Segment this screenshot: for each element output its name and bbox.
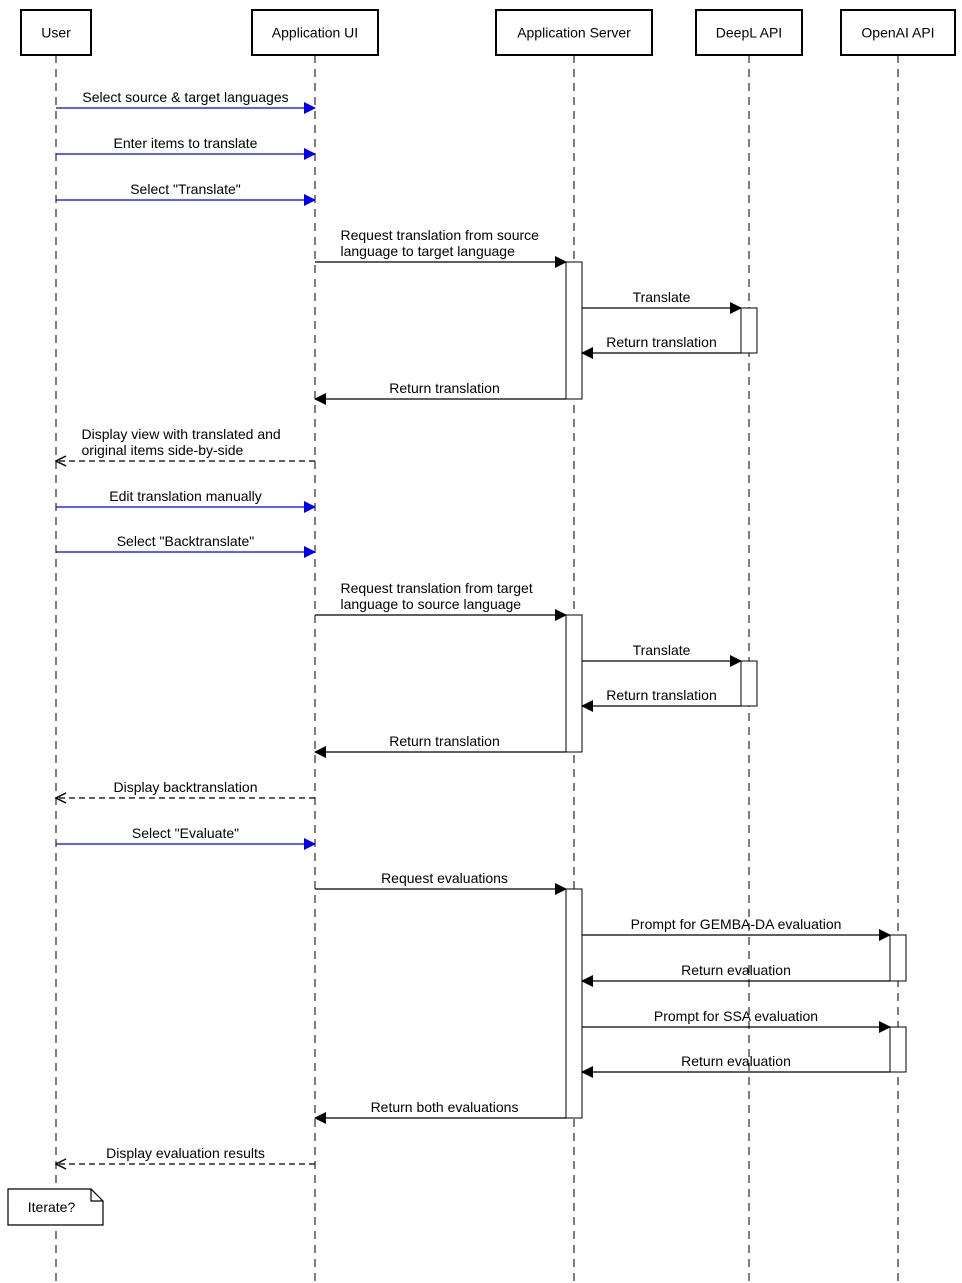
message-label: language to source language: [341, 596, 522, 612]
message-label: Return translation: [606, 334, 717, 350]
message-5: Translate: [582, 289, 742, 314]
message-label: Request translation from target: [341, 580, 533, 596]
participant-label: DeepL API: [716, 25, 782, 41]
message-3: Select "Translate": [56, 181, 316, 206]
participant-server: Application Server: [495, 9, 653, 56]
activation-bar-server: [565, 888, 583, 1119]
message-17: Request evaluations: [315, 870, 567, 895]
activation-bar-openai: [889, 1026, 907, 1073]
activation-bar-deepl: [740, 307, 758, 354]
message-label: Return evaluation: [681, 1053, 791, 1069]
message-label: Enter items to translate: [114, 135, 258, 151]
message-label: Return translation: [389, 733, 500, 749]
participant-box: [695, 9, 803, 56]
participant-box: [251, 9, 379, 56]
message-19: Return evaluation: [581, 962, 890, 987]
message-13: Return translation: [581, 687, 741, 712]
message-12: Translate: [582, 642, 742, 667]
message-14: Return translation: [314, 733, 566, 758]
message-15: Display backtranslation: [56, 779, 315, 798]
message-label: Prompt for SSA evaluation: [654, 1008, 818, 1024]
participant-label: Application UI: [272, 25, 358, 41]
message-label: Select source & target languages: [82, 89, 288, 105]
message-label: Select "Evaluate": [132, 825, 239, 841]
activation-bar-server: [565, 614, 583, 753]
message-10: Select "Backtranslate": [56, 533, 316, 558]
message-label: Request evaluations: [381, 870, 508, 886]
participant-label: User: [41, 25, 71, 41]
message-18: Prompt for GEMBA-DA evaluation: [582, 916, 891, 941]
message-11: Request translation from targetlanguage …: [315, 580, 567, 621]
activation-bar-deepl: [740, 660, 758, 707]
message-7: Return translation: [314, 380, 566, 405]
message-label: Display evaluation results: [106, 1145, 265, 1161]
activation-bar-openai: [889, 934, 907, 982]
message-6: Return translation: [581, 334, 741, 359]
message-8: Display view with translated andoriginal…: [56, 426, 315, 461]
participant-box: [495, 9, 653, 56]
message-label: Display backtranslation: [114, 779, 258, 795]
message-label: Return translation: [389, 380, 500, 396]
message-label: Return both evaluations: [371, 1099, 519, 1115]
message-4: Request translation from sourcelanguage …: [315, 227, 567, 268]
message-label: Select "Backtranslate": [117, 533, 255, 549]
note-shape: [7, 1188, 104, 1226]
message-21: Return evaluation: [581, 1053, 890, 1078]
participant-label: OpenAI API: [861, 25, 934, 41]
message-label: Edit translation manually: [109, 488, 262, 504]
message-label: original items side-by-side: [82, 442, 244, 458]
participant-label: Application Server: [517, 25, 631, 41]
message-label: Prompt for GEMBA-DA evaluation: [631, 916, 842, 932]
activation-bar-server: [565, 261, 583, 400]
participant-deepl: DeepL API: [695, 9, 803, 56]
message-9: Edit translation manually: [56, 488, 316, 513]
message-22: Return both evaluations: [314, 1099, 566, 1124]
message-label: Translate: [633, 289, 691, 305]
message-label: Display view with translated and: [82, 426, 281, 442]
message-16: Select "Evaluate": [56, 825, 316, 850]
participant-box: [840, 9, 956, 56]
message-20: Prompt for SSA evaluation: [582, 1008, 891, 1033]
message-label: Select "Translate": [130, 181, 241, 197]
note-fold: [90, 1189, 103, 1202]
participant-ui: Application UI: [251, 9, 379, 56]
note-text: Iterate?: [28, 1199, 76, 1215]
message-label: language to target language: [341, 243, 516, 259]
iterate-note: Iterate?: [7, 1188, 104, 1226]
participant-user: User: [20, 9, 92, 56]
message-2: Enter items to translate: [56, 135, 316, 160]
message-label: Translate: [633, 642, 691, 658]
message-23: Display evaluation results: [56, 1145, 315, 1164]
message-label: Request translation from source: [341, 227, 540, 243]
message-1: Select source & target languages: [56, 89, 316, 114]
participant-openai: OpenAI API: [840, 9, 956, 56]
message-label: Return translation: [606, 687, 717, 703]
message-label: Return evaluation: [681, 962, 791, 978]
participant-box: [20, 9, 92, 56]
